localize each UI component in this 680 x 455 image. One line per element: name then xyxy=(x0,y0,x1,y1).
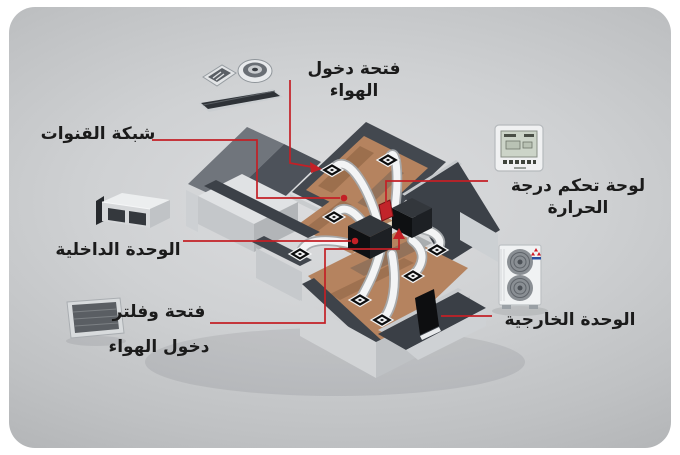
duct-network-label: شبكة القنوات xyxy=(40,124,156,144)
inlet-filter-label-line2: دخول الهواء xyxy=(108,337,210,357)
air-inlet-label: فتحة دخول الهواء xyxy=(307,59,401,101)
ceiling-vents xyxy=(287,152,450,328)
connector-lines xyxy=(152,80,492,324)
inlet-filter-label-line1: فتحة وفلتر xyxy=(112,302,206,322)
round-ceiling-diffuser-icon xyxy=(237,59,273,83)
outdoor-unit-label: الوحدة الخارجية xyxy=(504,310,636,330)
temperature-control-label: لوحة تحكم درجة الحرارة xyxy=(510,176,646,218)
ceiling-diffusers-group xyxy=(199,59,283,112)
connector-inlet-filter xyxy=(210,228,405,324)
air-filter-icon xyxy=(66,297,125,339)
brand-logo-icon xyxy=(531,248,541,260)
connector-temperature-control xyxy=(385,180,488,203)
connector-indoor-unit xyxy=(183,237,359,245)
outdoor-unit-icon xyxy=(498,244,542,309)
indoor-unit-label: الوحدة الداخلية xyxy=(55,240,181,260)
linear-grille-icon xyxy=(199,89,283,112)
inlet-filter-label: فتحة وفلتر دخول الهواء xyxy=(98,295,220,365)
connector-air-inlet xyxy=(289,80,322,173)
indoor-unit-boxes xyxy=(348,198,432,259)
outdoor-unit-marker xyxy=(415,289,441,340)
connector-duct-network xyxy=(152,139,348,202)
ducted-indoor-unit-icon xyxy=(96,193,170,228)
thermostat-icon xyxy=(494,124,544,172)
square-ceiling-diffuser-icon xyxy=(202,64,237,87)
